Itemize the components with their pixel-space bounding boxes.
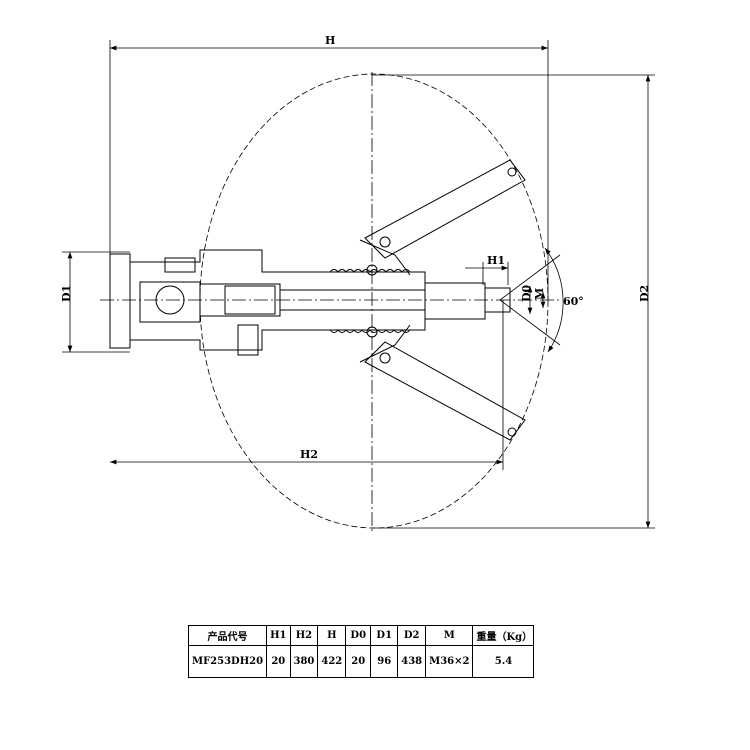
angle-arc xyxy=(544,247,564,353)
spec-table: 产品代号 H1 H2 H D0 D1 D2 M 重量（Kg） MF253DH20… xyxy=(187,625,535,678)
lower-arm xyxy=(359,324,526,441)
label-D2: D2 xyxy=(638,285,651,302)
table-header-row: 产品代号 H1 H2 H D0 D1 D2 M 重量（Kg） xyxy=(187,625,535,646)
table-cell: 422 xyxy=(317,645,347,678)
table-cell: 438 xyxy=(397,645,427,678)
header-cell: H xyxy=(317,625,347,646)
table-cell: 20 xyxy=(266,645,291,678)
label-H1: H1 xyxy=(487,254,505,267)
table-cell: 20 xyxy=(345,645,372,678)
table-cell: 380 xyxy=(289,645,319,678)
header-cell: D1 xyxy=(370,625,399,646)
label-H2: H2 xyxy=(300,448,318,461)
header-cell: 重量（Kg） xyxy=(472,625,535,646)
label-D1: D1 xyxy=(60,285,73,302)
header-cell: 产品代号 xyxy=(187,625,268,646)
table-cell: 96 xyxy=(370,645,399,678)
header-cell: M xyxy=(425,625,474,646)
header-cell: H2 xyxy=(289,625,319,646)
table-cell: MF253DH20 xyxy=(187,645,268,678)
label-H: H xyxy=(325,34,335,47)
label-angle: 60° xyxy=(563,295,584,308)
label-M: M xyxy=(533,288,546,300)
table-row: MF253DH20 20 380 422 20 96 438 M36×2 5.4 xyxy=(187,645,535,678)
header-cell: D0 xyxy=(345,625,372,646)
swing-envelope xyxy=(199,73,549,529)
table-cell: 5.4 xyxy=(472,645,535,678)
header-cell: D2 xyxy=(397,625,427,646)
nozzle-body xyxy=(109,249,511,356)
label-D0: D0 xyxy=(520,284,533,302)
table-cell: M36×2 xyxy=(425,645,474,678)
header-cell: H1 xyxy=(266,625,291,646)
upper-arm xyxy=(359,159,526,276)
